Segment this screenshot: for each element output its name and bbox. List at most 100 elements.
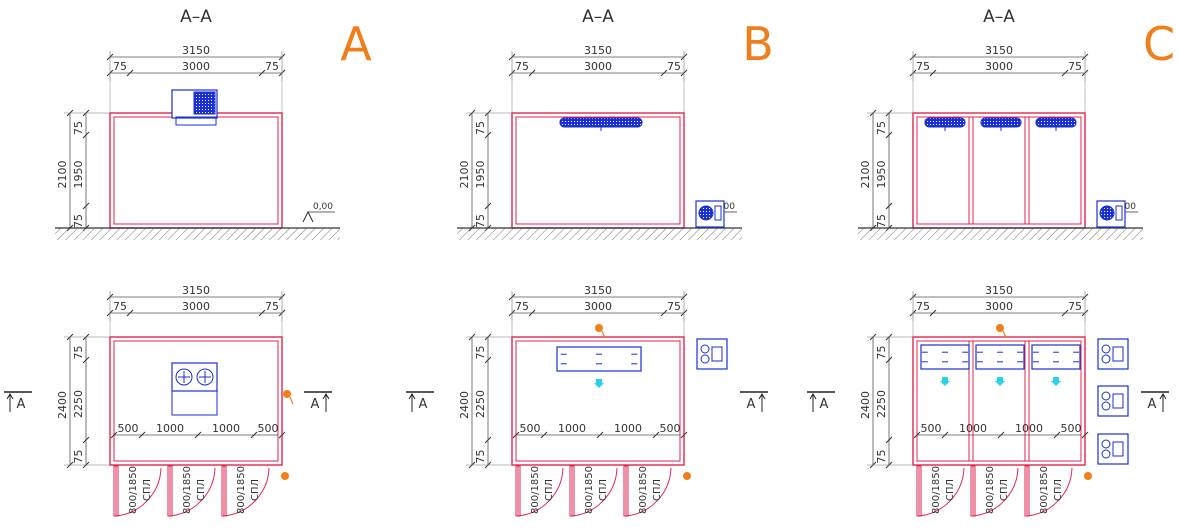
dimension-tick	[885, 131, 893, 139]
door-size-label: 800/1850	[182, 466, 193, 514]
door-dimension-value: 1000	[959, 422, 987, 435]
sensor-icon	[996, 324, 1004, 332]
dimension-tick	[82, 131, 90, 139]
dimension-value: 75	[474, 121, 487, 135]
room-frame-elevation-inner	[113, 116, 279, 225]
variant-letter: C	[1143, 17, 1175, 71]
dimension-tick	[596, 431, 604, 439]
fan-icon	[1101, 401, 1111, 411]
sensor-lead	[601, 330, 606, 339]
dimension-tick	[528, 309, 536, 317]
dimension-tick	[540, 431, 548, 439]
door-swing	[1026, 466, 1073, 517]
fan-icon	[1101, 391, 1111, 401]
dimension-tick	[138, 431, 146, 439]
dimension-value: 75	[667, 60, 681, 73]
fan-icon	[698, 205, 714, 221]
dimension-tick	[929, 309, 937, 317]
door-dimension-value: 500	[660, 422, 681, 435]
fan-icon	[1101, 354, 1111, 364]
dimension-total: 3150	[985, 44, 1013, 57]
evaporator-plan	[1031, 344, 1081, 370]
door-size-label: 800/1850	[236, 466, 247, 514]
fan-icon	[700, 344, 710, 354]
door-sensor-icon	[683, 472, 691, 480]
dimension-value: 75	[875, 450, 888, 464]
section-cut-arrowhead	[6, 393, 14, 400]
dimension-tick	[258, 69, 266, 77]
dimension-tick	[885, 436, 893, 444]
door-dimension-value: 500	[1061, 422, 1082, 435]
ground-hatch	[457, 228, 742, 240]
dimension-value: 75	[474, 450, 487, 464]
evaporator-unit	[980, 117, 1022, 128]
dimension-tick	[126, 309, 134, 317]
airflow-arrow-icon	[995, 377, 1005, 386]
evaporator-plan	[556, 346, 642, 372]
dimension-total: 2400	[56, 391, 69, 419]
door-leaf	[515, 465, 521, 517]
door-swing	[625, 466, 672, 517]
dimension-tick	[1081, 431, 1089, 439]
dimension-value: 1950	[474, 161, 487, 189]
dimension-value: 75	[113, 300, 127, 313]
door-type-label: СПЛ	[544, 479, 555, 501]
compressor-icon	[714, 205, 722, 221]
compressor-icon	[711, 346, 723, 362]
room-frame-plan	[109, 336, 283, 466]
room-frame-plan-inner	[113, 340, 279, 462]
dimension-value: 3000	[182, 300, 210, 313]
door-leaf	[167, 465, 173, 517]
airflow-arrow-icon	[940, 377, 950, 386]
dimension-tick	[82, 356, 90, 364]
fan-icon	[1101, 449, 1111, 459]
dimension-value: 75	[875, 121, 888, 135]
dimension-value: 75	[265, 60, 279, 73]
dimension-tick	[82, 436, 90, 444]
dimension-tick	[528, 69, 536, 77]
fan-icon	[1101, 344, 1111, 354]
door-dimension-value: 1000	[1015, 422, 1043, 435]
dimension-value: 75	[474, 214, 487, 228]
door-size-label: 800/1850	[638, 466, 649, 514]
dimension-total: 3150	[584, 44, 612, 57]
fan-grille-icon	[193, 91, 216, 115]
dimension-value: 75	[265, 300, 279, 313]
door-size-label: 800/1850	[985, 466, 996, 514]
dimension-tick	[278, 431, 286, 439]
level-mark-text: 0,00	[313, 202, 333, 212]
dimension-value: 75	[72, 450, 85, 464]
door-leaf	[569, 465, 575, 517]
door-swing	[115, 466, 162, 517]
dimension-value: 75	[875, 346, 888, 360]
dimension-value: 75	[72, 346, 85, 360]
room-frame-elevation-inner	[515, 116, 681, 225]
dimension-value: 75	[474, 346, 487, 360]
variant-letter: B	[742, 17, 774, 71]
dimension-tick	[194, 431, 202, 439]
unit-base	[175, 116, 217, 126]
section-cut-label: A	[747, 397, 756, 412]
dimension-value: 1950	[72, 161, 85, 189]
sensor-icon	[595, 324, 603, 332]
door-swing	[223, 466, 270, 517]
dimension-tick	[82, 202, 90, 210]
section-title: A–A	[983, 7, 1015, 27]
section-cut-arrowhead	[809, 393, 817, 400]
door-swing	[571, 466, 618, 517]
level-mark-text: 0,00	[1116, 202, 1136, 212]
fan-icon	[196, 368, 214, 386]
dimension-tick	[660, 69, 668, 77]
room-frame-elevation-inner	[916, 116, 1082, 225]
dimension-tick	[997, 431, 1005, 439]
evaporator-unit	[559, 117, 643, 128]
airflow-arrow-icon	[1051, 377, 1061, 386]
variant-letter: A	[340, 17, 372, 71]
door-size-label: 800/1850	[1039, 466, 1050, 514]
dimension-value: 1950	[875, 161, 888, 189]
evaporator-unit	[1035, 117, 1077, 128]
dimension-value: 75	[667, 300, 681, 313]
dimension-value: 75	[515, 60, 529, 73]
dimension-value: 75	[72, 214, 85, 228]
